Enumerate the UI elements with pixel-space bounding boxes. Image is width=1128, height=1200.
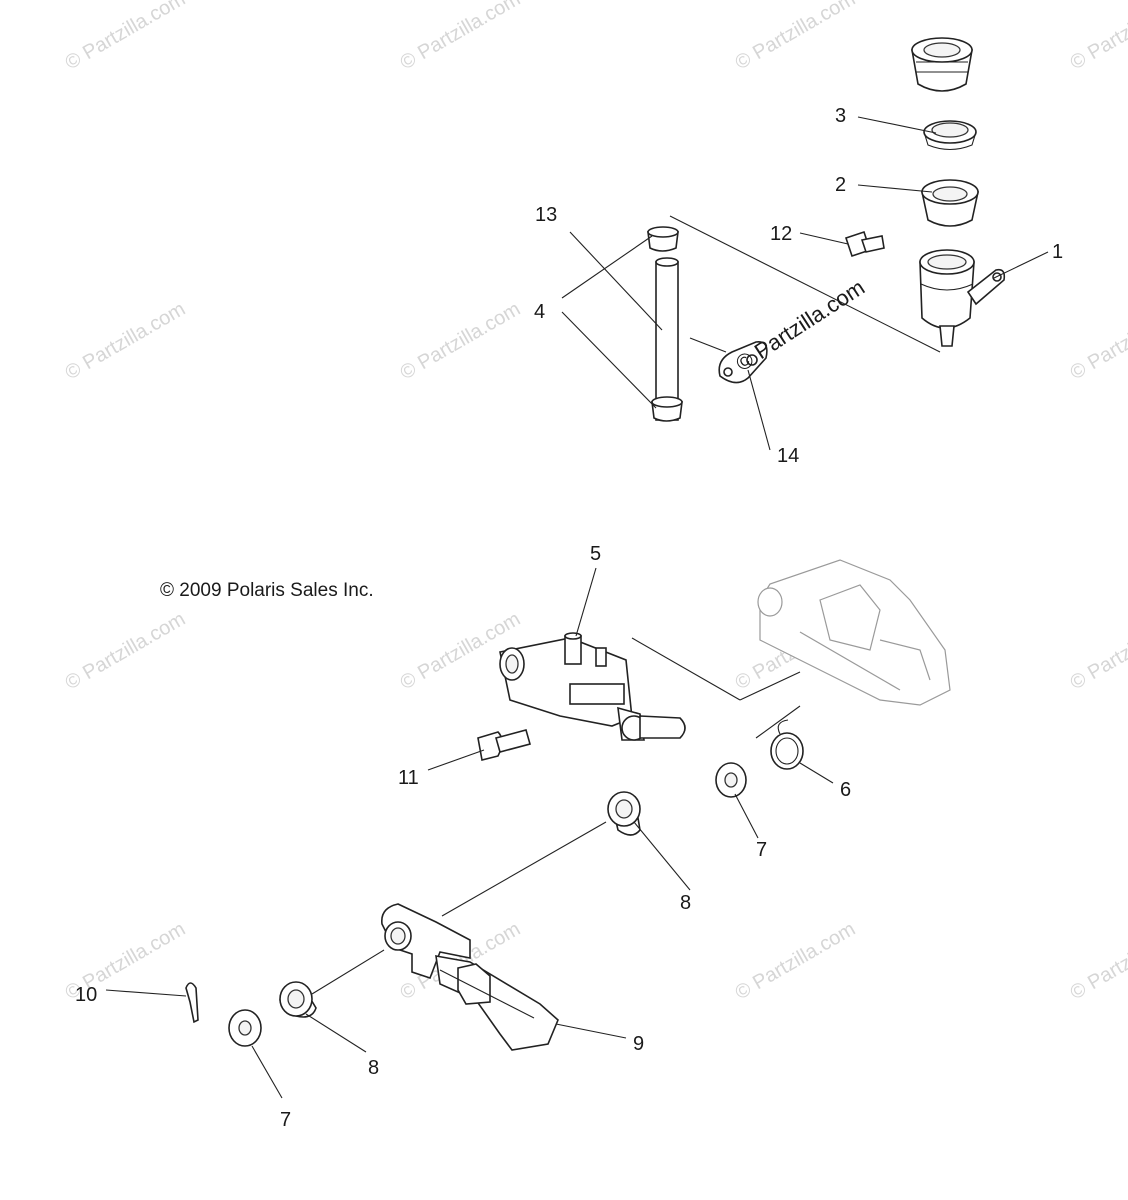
watermark: © Partzilla.com [62, 298, 190, 384]
callout-label: 11 [398, 767, 419, 789]
washer-part [228, 1009, 262, 1047]
cotter-pin-part [185, 982, 199, 1024]
washer-part [715, 762, 747, 798]
watermark: © Partzilla.com [1067, 0, 1128, 74]
watermark: © Partzilla.com [397, 0, 525, 74]
watermark: © Partzilla.com [62, 0, 190, 74]
watermark: © Partzilla.com [397, 298, 525, 384]
callout-label: 7 [756, 839, 767, 861]
callout-label: 1 [1052, 241, 1063, 263]
callout-label: 6 [840, 779, 851, 801]
hose-part [655, 257, 679, 421]
watermark: © Partzilla.com [62, 608, 190, 694]
callout-label: 2 [835, 174, 846, 196]
master-cylinder-part [499, 632, 686, 741]
callout-label: 8 [680, 892, 691, 914]
diaphragm-part [921, 179, 979, 227]
watermark: © Partzilla.com [1067, 918, 1128, 1004]
watermark: © Partzilla.com [732, 0, 860, 74]
return-spring-part [770, 719, 804, 770]
reservoir-cap-part [911, 37, 973, 92]
lower-leader-lines [105, 567, 834, 1099]
callout-label: 12 [770, 223, 792, 245]
diaphragm-plate-part [923, 120, 977, 151]
callout-label: 13 [535, 204, 557, 226]
upper-leader-lines [561, 116, 1049, 451]
hose-clamp-part [647, 226, 679, 252]
watermark: © Partzilla.com [1067, 608, 1128, 694]
brake-pedal-part [381, 903, 559, 1051]
watermark: © Partzilla.com [732, 918, 860, 1004]
watermark: © Partzilla.com [1067, 298, 1128, 384]
callout-labels: 1 2 3 4 5 6 7 7 8 8 9 10 11 12 13 14 [75, 105, 1063, 1131]
bolt-part [477, 729, 531, 761]
callout-label: 14 [777, 445, 799, 467]
callout-label: 8 [368, 1057, 379, 1079]
copyright-notice: © 2009 Polaris Sales Inc. [160, 580, 374, 601]
screw-part [844, 230, 885, 258]
callout-label: 3 [835, 105, 846, 127]
callout-label: 10 [75, 984, 97, 1006]
center-watermark: © Partzilla.com [731, 274, 869, 376]
bushing-part [607, 791, 641, 836]
frame-section-ghost [757, 559, 951, 706]
bushing-part [279, 981, 317, 1018]
watermark-layer: © Partzilla.com © Partzilla.com © Partzi… [62, 0, 1128, 1004]
bracket-part [718, 341, 768, 384]
hose-clamp-part [651, 396, 683, 422]
callout-label: 7 [280, 1109, 291, 1131]
callout-label: 5 [590, 543, 601, 565]
callout-label: 4 [534, 301, 545, 323]
reservoir-body-part [919, 249, 1006, 347]
callout-label: 9 [633, 1033, 644, 1055]
